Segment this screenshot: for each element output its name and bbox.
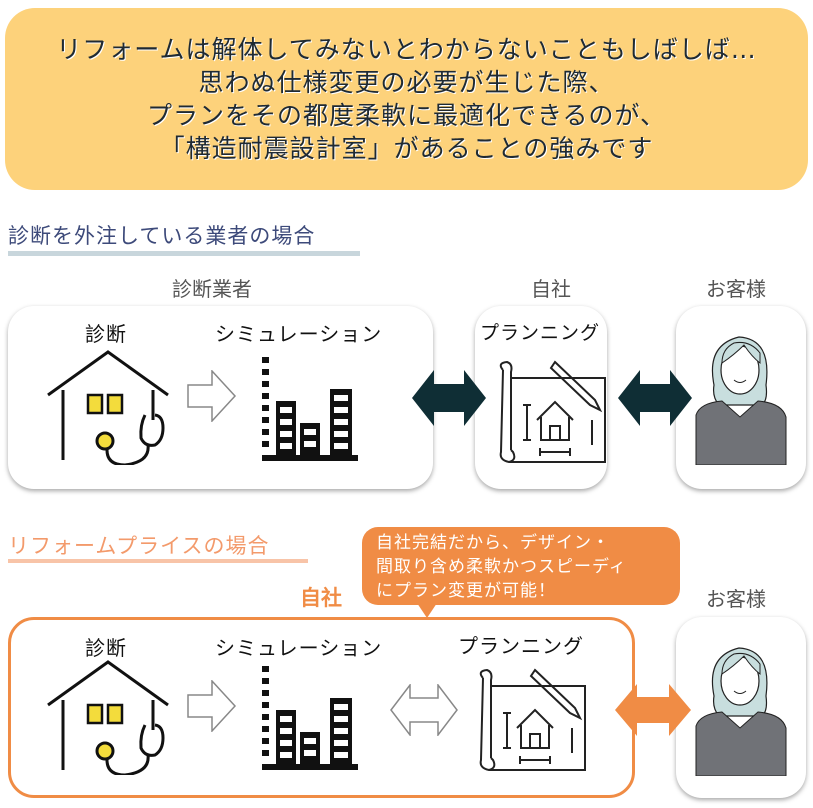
bar-chart-icon: [262, 357, 358, 461]
label-company: 自社: [531, 277, 571, 301]
company-box: [475, 306, 607, 489]
step-simulation: シミュレーション: [215, 636, 383, 660]
banner-line: プランをその都度柔軟に最適化できるのが、: [146, 101, 666, 130]
section2-heading: リフォームプライスの場合: [8, 534, 270, 558]
callout-bubble: 自社完結だから、デザイン・ 間取り含め柔軟かつスピーディ にプラン変更が可能！: [362, 527, 680, 605]
section1-underline: [8, 251, 360, 256]
bar-chart-icon: [262, 666, 358, 770]
callout-line: 自社完結だから、デザイン・: [376, 533, 610, 553]
callout-line: 間取り含め柔軟かつスピーディ: [376, 557, 627, 577]
label-customer: お客様: [706, 277, 766, 301]
orange-double-arrow-icon: [615, 684, 691, 736]
house-stethoscope-icon: [47, 660, 169, 775]
step-simulation: シミュレーション: [215, 322, 383, 346]
house-stethoscope-icon: [47, 350, 169, 465]
hollow-double-arrow-icon: [390, 684, 458, 736]
section1-heading: 診断を外注している業者の場合: [8, 224, 316, 248]
customer-avatar-icon: [695, 647, 787, 776]
double-arrow-icon: [412, 370, 486, 426]
step-planning: プランニング: [480, 322, 601, 344]
banner-line: 「構造耐震設計室」があることの強みです: [159, 134, 654, 163]
label-vendor: 診断業者: [172, 277, 252, 301]
step-diagnosis: 診断: [85, 636, 127, 660]
callout-tail: [415, 600, 439, 618]
hollow-arrow-right-icon: [187, 680, 237, 732]
intro-banner: リフォームは解体してみないとわからないこともしばしば… 思わぬ仕様変更の必要が生…: [5, 8, 808, 190]
label-company-bold: 自社: [300, 586, 342, 610]
section2-underline: [8, 559, 308, 563]
blueprint-icon: [499, 360, 606, 464]
step-diagnosis: 診断: [85, 322, 127, 346]
blueprint-icon: [479, 668, 586, 772]
customer-avatar-icon: [695, 336, 787, 465]
hollow-arrow-right-icon: [187, 370, 237, 422]
callout-line: にプラン変更が可能！: [376, 581, 556, 601]
banner-line: 思わぬ仕様変更の必要が生じた際、: [198, 68, 615, 97]
step-planning: プランニング: [458, 634, 584, 658]
label-customer: お客様: [706, 587, 766, 611]
double-arrow-icon: [618, 370, 692, 426]
banner-line: リフォームは解体してみないとわからないこともしばしば…: [56, 35, 757, 64]
